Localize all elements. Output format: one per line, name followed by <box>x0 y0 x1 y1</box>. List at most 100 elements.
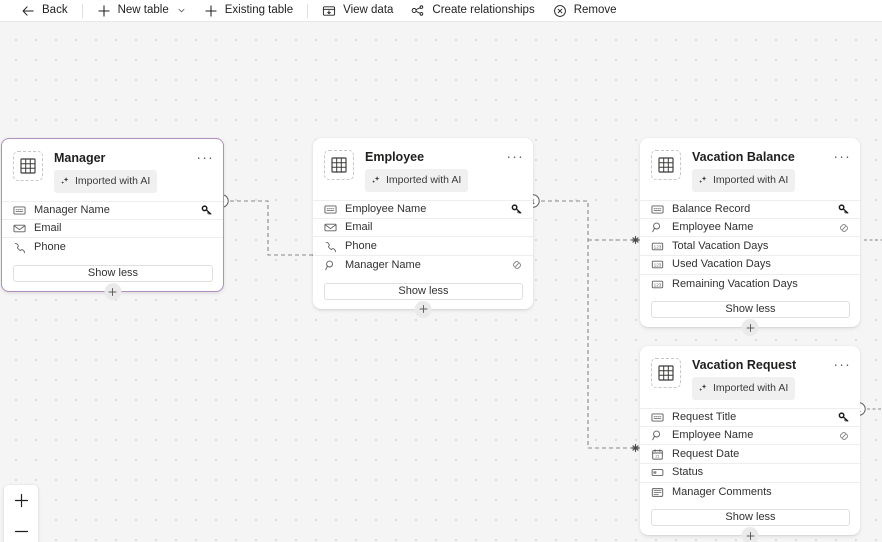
view-data-button[interactable]: View data <box>313 0 402 22</box>
choice-field-icon <box>651 466 664 479</box>
relationship-icon <box>837 221 850 234</box>
table-card-vacation-request[interactable]: Vacation Request Imported with AI ··· <box>640 346 860 542</box>
field-row[interactable]: Email <box>313 219 533 238</box>
field-list: Manager Name Email Phone <box>2 201 223 257</box>
sparkle-icon <box>371 172 381 190</box>
text-field-icon <box>324 203 337 216</box>
field-right-spacer <box>200 241 213 254</box>
sparkle-icon <box>60 173 70 191</box>
view-data-label: View data <box>343 3 394 16</box>
new-table-button[interactable]: New table <box>88 0 195 22</box>
svg-text:123: 123 <box>654 282 662 287</box>
existing-table-button[interactable]: Existing table <box>195 0 302 22</box>
plus-icon <box>97 4 111 18</box>
card-header: Employee Imported with AI ··· <box>313 138 533 200</box>
primary-key-icon <box>837 411 850 424</box>
cardinality-many-balance-employee <box>631 235 640 245</box>
create-relationships-button[interactable]: Create relationships <box>402 0 543 22</box>
imported-with-ai-badge: Imported with AI <box>692 377 796 400</box>
table-card-employee[interactable]: Employee Imported with AI ··· <box>313 138 533 318</box>
field-row[interactable]: 123 Used Vacation Days <box>640 256 860 275</box>
field-label: Status <box>672 466 704 479</box>
phone-field-icon <box>13 241 26 254</box>
field-row[interactable]: 123 Remaining Vacation Days <box>640 275 860 294</box>
field-label: Manager Comments <box>672 485 772 498</box>
command-toolbar: Back New table Existing table <box>0 0 882 22</box>
card-header: Vacation Request Imported with AI ··· <box>640 346 860 408</box>
field-row[interactable]: Employee Name <box>313 200 533 219</box>
table-name: Vacation Request <box>692 358 797 372</box>
remove-button[interactable]: Remove <box>544 0 626 22</box>
show-less-container: Show less <box>640 293 860 327</box>
field-row[interactable]: Manager Comments <box>640 483 860 502</box>
remove-label: Remove <box>573 3 617 16</box>
email-field-icon <box>324 221 337 234</box>
show-less-button[interactable]: Show less <box>13 265 213 283</box>
field-row[interactable]: Employee Name <box>640 427 860 446</box>
field-right-spacer <box>200 222 213 235</box>
card-more-options-button[interactable]: ··· <box>506 148 524 164</box>
zoom-in-button[interactable] <box>10 491 32 509</box>
table-name: Manager <box>54 151 106 165</box>
field-row[interactable]: Request Title <box>640 408 860 427</box>
field-label: Employee Name <box>672 221 754 234</box>
field-row[interactable]: Status <box>640 464 860 483</box>
relationship-icon <box>510 259 523 272</box>
field-right-spacer <box>510 221 523 234</box>
table-grid-icon <box>13 151 43 181</box>
show-less-container: Show less <box>2 257 223 291</box>
field-row[interactable]: Manager Name <box>2 201 223 220</box>
add-field-button[interactable] <box>414 300 432 318</box>
lookup-field-icon <box>324 259 337 272</box>
lookup-field-icon <box>651 221 664 234</box>
field-label: Total Vacation Days <box>672 239 769 252</box>
back-button[interactable]: Back <box>12 0 77 22</box>
connector-manager-to-employee <box>230 200 325 256</box>
email-field-icon <box>13 222 26 235</box>
add-field-button[interactable] <box>741 319 759 337</box>
primary-key-icon <box>200 204 213 217</box>
field-row[interactable]: Manager Name <box>313 256 533 275</box>
field-row[interactable]: Email <box>2 220 223 239</box>
table-grid-icon <box>324 150 354 180</box>
imported-with-ai-label: Imported with AI <box>75 175 151 187</box>
card-more-options-button[interactable]: ··· <box>196 149 214 165</box>
sparkle-icon <box>698 380 708 398</box>
add-field-button[interactable] <box>741 527 759 542</box>
text-field-icon <box>13 204 26 217</box>
imported-with-ai-label: Imported with AI <box>713 174 789 186</box>
table-card-vacation-balance[interactable]: Vacation Balance Imported with AI ··· <box>640 138 860 337</box>
field-label: Email <box>34 222 62 235</box>
field-row[interactable]: 21 Request Date <box>640 445 860 465</box>
show-less-button[interactable]: Show less <box>651 301 850 319</box>
add-field-button[interactable] <box>104 283 121 301</box>
primary-key-icon <box>510 203 523 216</box>
multiline-text-field-icon <box>651 486 664 499</box>
card-more-options-button[interactable]: ··· <box>833 148 851 164</box>
field-row[interactable]: Balance Record <box>640 200 860 219</box>
show-less-button[interactable]: Show less <box>651 509 850 527</box>
field-label: Employee Name <box>672 429 754 442</box>
sparkle-icon <box>698 172 708 190</box>
existing-table-label: Existing table <box>224 3 294 16</box>
phone-field-icon <box>324 240 337 253</box>
design-canvas[interactable]: 1 1 <box>0 22 882 542</box>
field-list: Balance Record Employee Name <box>640 200 860 293</box>
chevron-down-icon <box>177 6 186 15</box>
card-more-options-button[interactable]: ··· <box>833 356 851 372</box>
relationship-icon <box>837 429 850 442</box>
table-card-manager[interactable]: Manager Imported with AI ··· <box>1 138 224 301</box>
svg-text:123: 123 <box>654 263 662 268</box>
field-row[interactable]: Phone <box>2 238 223 257</box>
show-less-button[interactable]: Show less <box>324 282 523 300</box>
field-row[interactable]: 123 Total Vacation Days <box>640 237 860 257</box>
relationships-icon <box>411 4 425 18</box>
field-label: Used Vacation Days <box>672 258 771 271</box>
field-row[interactable]: Phone <box>313 237 533 257</box>
table-name: Vacation Balance <box>692 150 795 164</box>
toolbar-divider-2 <box>307 3 309 18</box>
zoom-out-button[interactable] <box>10 522 32 540</box>
show-less-container: Show less <box>640 501 860 535</box>
primary-key-icon <box>837 203 850 216</box>
field-row[interactable]: Employee Name <box>640 219 860 238</box>
